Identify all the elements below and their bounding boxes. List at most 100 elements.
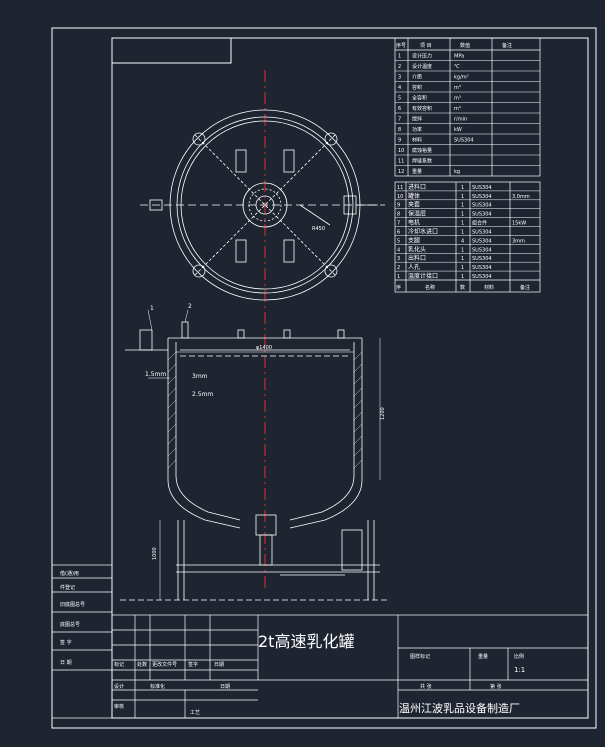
spec-cell: 5 bbox=[398, 96, 401, 102]
spec-h1: 项 目 bbox=[420, 43, 432, 49]
spec-cell: ℃ bbox=[454, 64, 460, 70]
parts-cell: 1 bbox=[461, 274, 464, 280]
spec-cell: 12 bbox=[398, 169, 404, 175]
baffle-4 bbox=[283, 239, 295, 263]
leaders: 1 2 1.5mm 3mm 2.5mm bbox=[145, 303, 213, 398]
parts-cell: 1 bbox=[461, 221, 464, 227]
dim-height: 1200 bbox=[380, 407, 386, 420]
baffle-3 bbox=[235, 239, 247, 263]
outer-frame bbox=[51, 27, 597, 729]
parts-cell: 乳化头 bbox=[408, 245, 426, 253]
leader-1: 1 bbox=[150, 305, 154, 312]
tb-date: 日期 bbox=[214, 662, 224, 668]
parts-h2: 数 bbox=[460, 284, 465, 291]
parts-table-header: 序 名称 数 材料 备注 bbox=[396, 284, 530, 291]
tb-scale-label: 比例 bbox=[514, 653, 524, 660]
tank-left-wall bbox=[167, 338, 241, 529]
stamp-6: 日 期 bbox=[60, 660, 72, 666]
parts-table bbox=[394, 181, 541, 293]
spec-table-header: 序号 项 目 数值 备注 bbox=[396, 42, 512, 49]
spec-cell: SUS304 bbox=[454, 138, 474, 144]
leader-2: 2 bbox=[188, 303, 192, 310]
lug-sw bbox=[192, 264, 206, 278]
parts-cell: 4 bbox=[461, 238, 464, 244]
title-block-labels: 标记 处数 更改文件号 签字 日期 设计 标准化 审核 工艺 日期 图样标记 重… bbox=[114, 653, 524, 716]
parts-h0: 序 bbox=[396, 284, 401, 291]
title-block bbox=[111, 614, 589, 719]
parts-cell: 冷却水进口 bbox=[408, 227, 438, 235]
spec-h2: 数值 bbox=[460, 42, 470, 49]
parts-cell: SUS304 bbox=[472, 247, 492, 253]
tb-design: 设计 bbox=[114, 683, 124, 690]
parts-cell: 1 bbox=[461, 247, 464, 253]
spec-cell: 设计温度 bbox=[412, 63, 432, 70]
jacket-hatch bbox=[167, 351, 363, 469]
scale-value: 1:1 bbox=[514, 666, 525, 674]
spec-cell: 10 bbox=[398, 148, 404, 154]
parts-cell: SUS304 bbox=[472, 229, 492, 235]
spec-cell: r/min bbox=[454, 117, 467, 123]
drawing-title: 2t高速乳化罐 bbox=[258, 632, 354, 651]
stamp-5: 签 字 bbox=[60, 639, 72, 646]
parts-cell: 4 bbox=[397, 247, 400, 253]
spec-h0: 序号 bbox=[396, 42, 406, 49]
spec-cell: 设计压力 bbox=[412, 53, 432, 60]
parts-cell: 10 bbox=[397, 194, 403, 200]
parts-cell: 8 bbox=[397, 212, 400, 218]
tb-count: 处数 bbox=[137, 661, 147, 668]
tank-right-wall bbox=[289, 338, 363, 529]
company-name: 温州江波乳品设备制造厂 bbox=[399, 701, 520, 715]
baffle-2 bbox=[283, 149, 295, 173]
parts-cell: 3 bbox=[397, 256, 400, 262]
spec-cell: 1 bbox=[398, 54, 401, 60]
parts-cell: SUS304 bbox=[472, 274, 492, 280]
parts-cell: 6 bbox=[397, 229, 400, 235]
spec-cell: 7 bbox=[398, 117, 401, 123]
lug-ne bbox=[324, 132, 338, 146]
spec-cell: 有效容积 bbox=[412, 105, 432, 112]
spec-cell: m³ bbox=[454, 96, 461, 102]
spec-cell: 重量 bbox=[412, 168, 422, 175]
parts-cell: 1 bbox=[461, 212, 464, 218]
lug-nw bbox=[192, 132, 206, 146]
spec-cell: 焊缝系数 bbox=[412, 158, 432, 165]
spec-cell: 4 bbox=[398, 85, 401, 91]
stamp-2: 件登记 bbox=[60, 584, 75, 591]
parts-cell: SUS304 bbox=[472, 256, 492, 262]
parts-cell: 组合件 bbox=[472, 220, 487, 227]
top-view bbox=[140, 109, 385, 301]
tb-total-sheets: 共 张 bbox=[420, 683, 432, 690]
parts-cell: SUS304 bbox=[472, 212, 492, 218]
front-view bbox=[120, 321, 390, 601]
parts-cell: SUS304 bbox=[472, 203, 492, 209]
parts-cell: 5 bbox=[397, 238, 400, 244]
spec-table bbox=[394, 37, 541, 177]
tb-sign: 签字 bbox=[188, 661, 198, 668]
tb-sample-mark: 图样标记 bbox=[410, 653, 430, 660]
left-stamp-text: 借(通)用 件登记 旧底图总号 底图总号 签 字 日 期 bbox=[60, 570, 85, 666]
parts-cell: 3mm bbox=[512, 238, 525, 244]
motor bbox=[341, 529, 363, 571]
spec-cell: kg/m³ bbox=[454, 75, 469, 81]
spec-cell: m³ bbox=[454, 106, 461, 112]
parts-cell: 15kW bbox=[512, 221, 526, 227]
dimensions: φ1400 1200 1000 bbox=[152, 338, 386, 600]
spec-cell: kg bbox=[454, 169, 460, 175]
tb-review: 审核 bbox=[114, 703, 124, 710]
parts-cell: 1 bbox=[461, 203, 464, 209]
tb-process: 工艺 bbox=[190, 710, 200, 716]
parts-cell: SUS304 bbox=[472, 238, 492, 244]
parts-cell: 人孔 bbox=[408, 263, 420, 271]
parts-cell: 7 bbox=[397, 221, 400, 227]
spec-cell: 容积 bbox=[412, 84, 422, 91]
spec-cell: 3 bbox=[398, 75, 401, 81]
parts-cell: 电机 bbox=[408, 219, 420, 227]
stamp-4: 底图总号 bbox=[60, 621, 80, 628]
spec-cell: 介质 bbox=[412, 74, 422, 81]
baffle-1 bbox=[235, 149, 247, 173]
parts-cell: 进料口 bbox=[408, 183, 426, 191]
parts-cell: SUS304 bbox=[472, 194, 492, 200]
stamp-3: 旧底图总号 bbox=[60, 601, 85, 608]
